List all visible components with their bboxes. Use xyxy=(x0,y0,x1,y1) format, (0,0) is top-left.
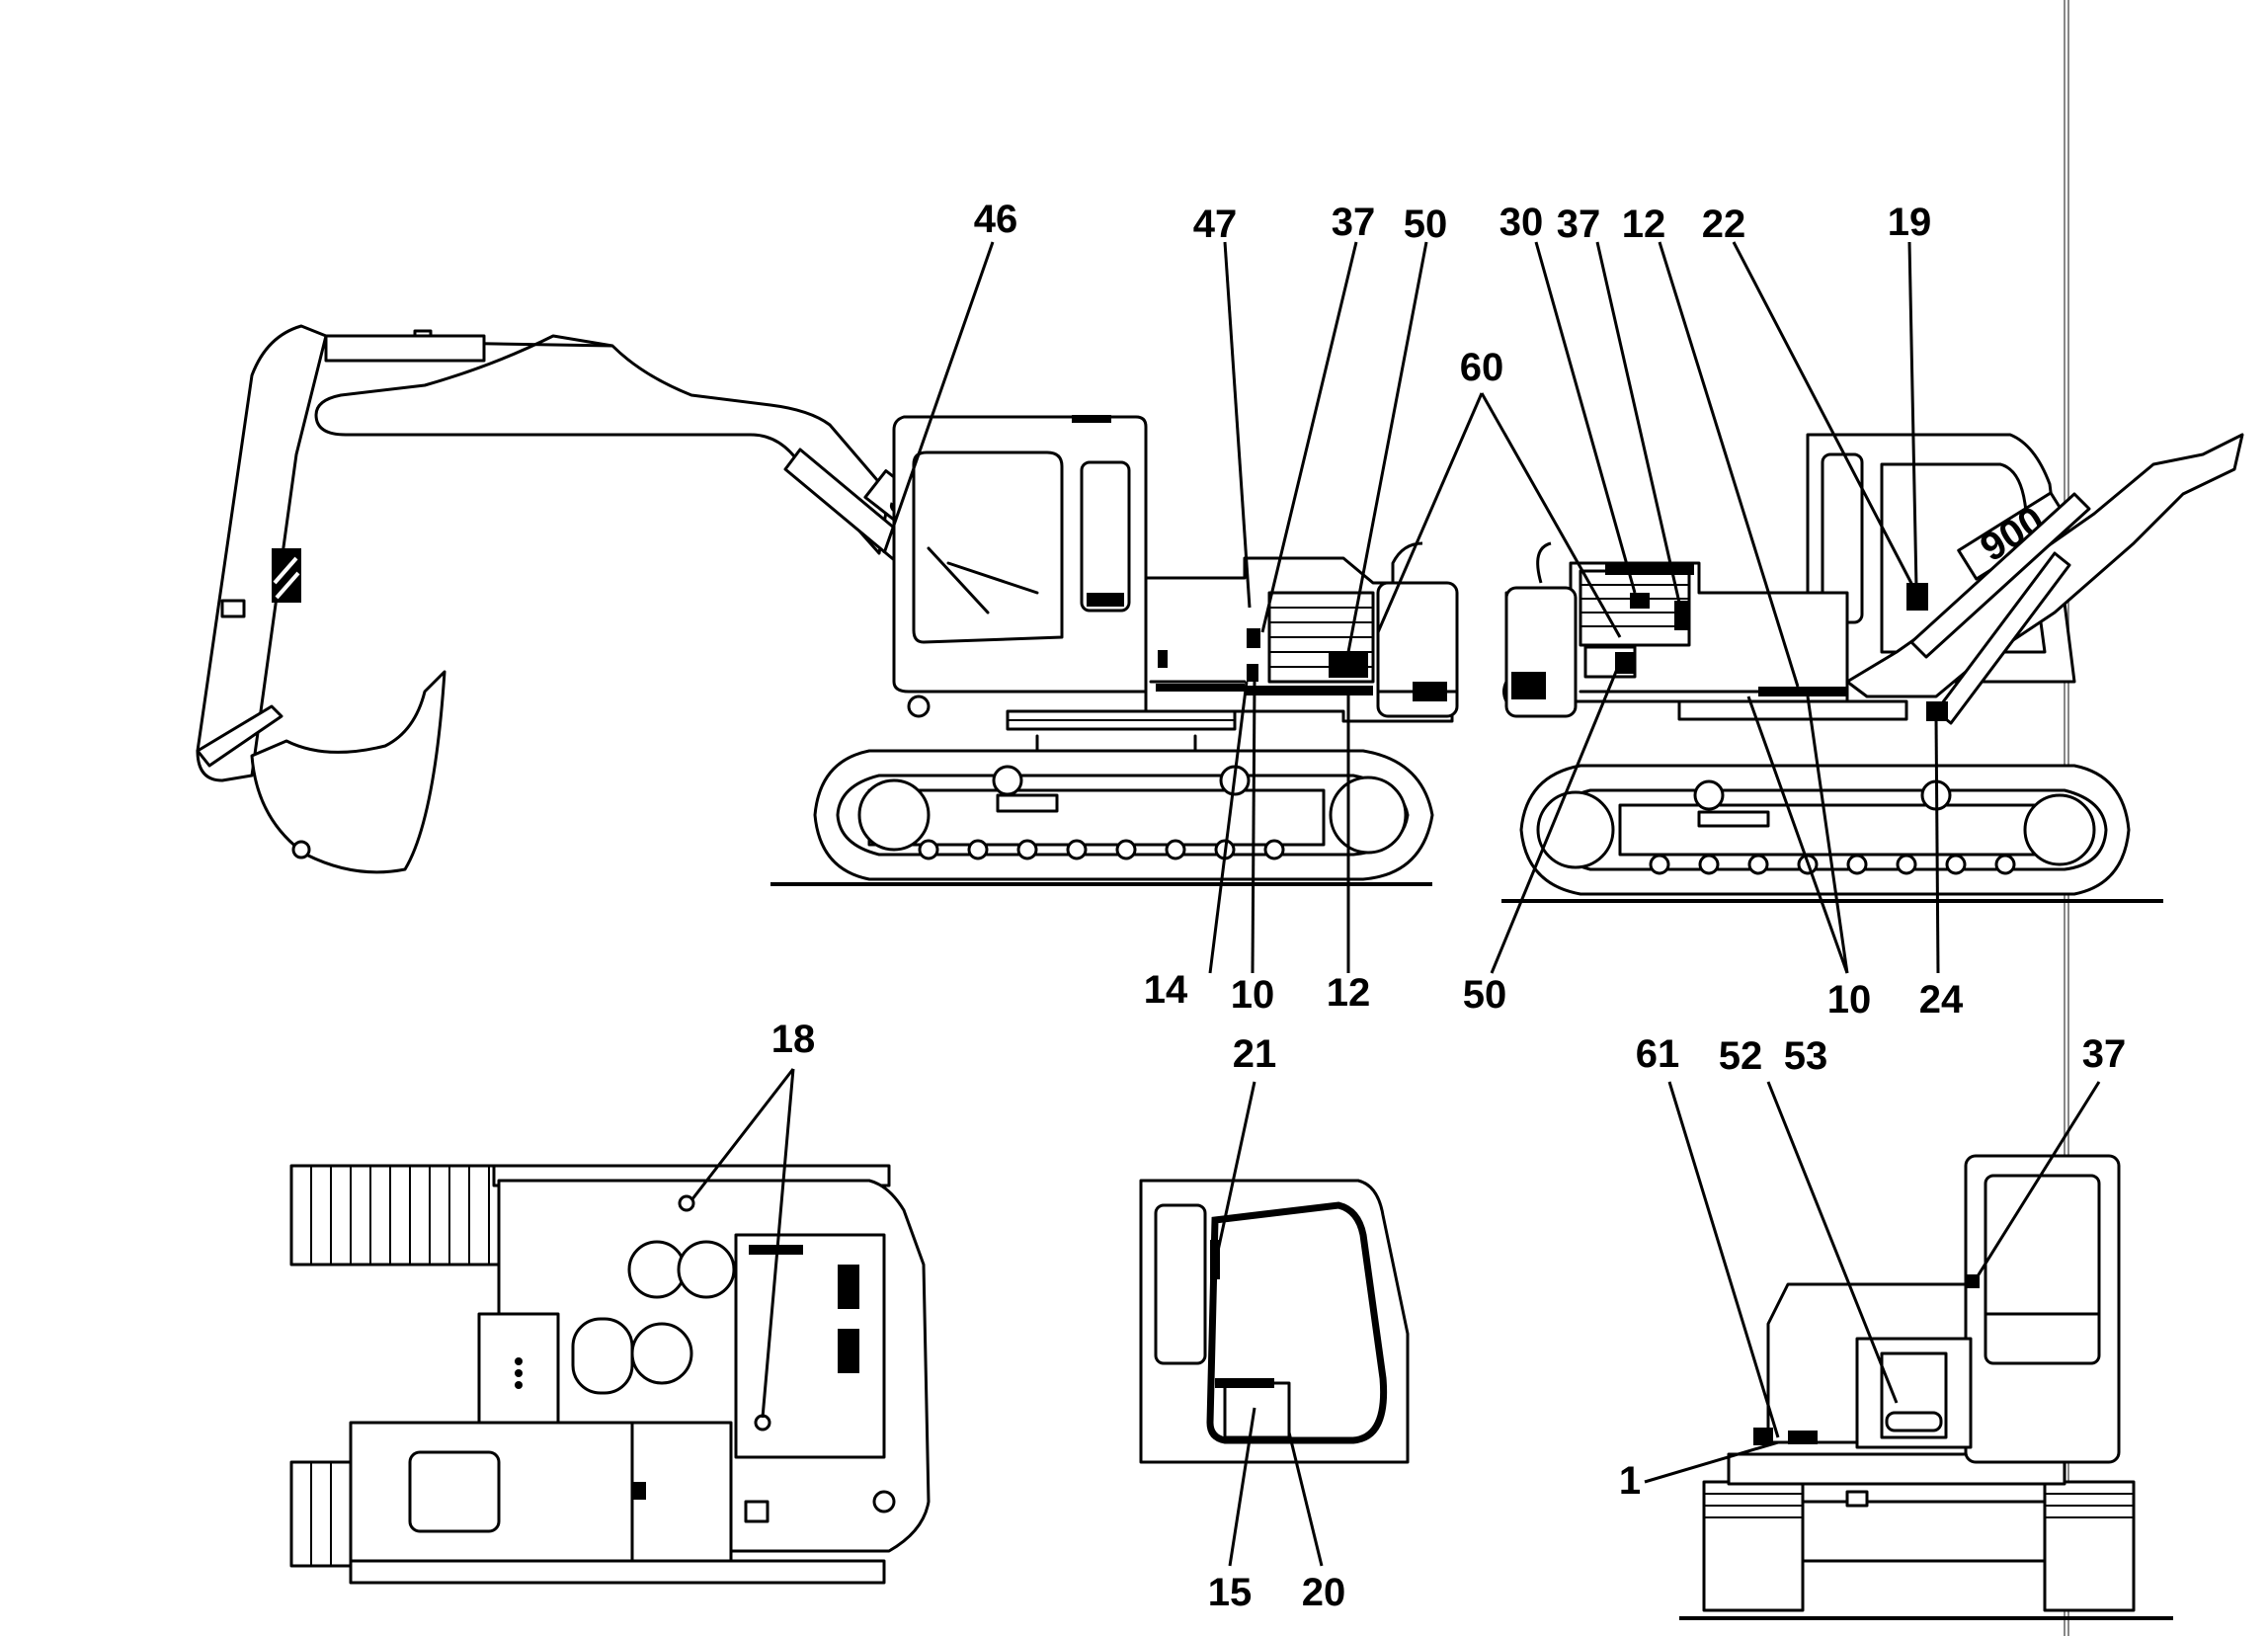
track-right xyxy=(1519,764,2131,896)
cab-door-view xyxy=(1139,1179,1410,1464)
callout-21: 21 xyxy=(1233,1032,1277,1076)
top-boom-foot xyxy=(477,1312,560,1425)
excavator-top-view xyxy=(289,1164,931,1585)
callout-15: 15 xyxy=(1208,1571,1253,1614)
top-track-upper-left xyxy=(289,1164,506,1267)
callout-14: 14 xyxy=(1144,968,1188,1012)
callout-1: 1 xyxy=(1619,1459,1641,1503)
top-cab xyxy=(349,1421,634,1563)
rear-decal-1 xyxy=(1753,1428,1773,1445)
cab-side-window xyxy=(1080,460,1131,613)
cab-door-panel xyxy=(1223,1381,1291,1439)
top-track-lower-left xyxy=(289,1460,353,1568)
callout-10-b: 10 xyxy=(1827,978,1872,1022)
callout-22: 22 xyxy=(1702,203,1746,246)
boom xyxy=(314,334,891,555)
decal-mark-19 xyxy=(1906,583,1928,611)
callout-labels: 46 47 37 50 60 14 10 12 30 37 12 22 19 5… xyxy=(771,198,2127,1614)
decal-mark-50 xyxy=(1329,652,1368,678)
excavator-side-view-left: 900 xyxy=(196,324,1459,886)
arm xyxy=(196,324,328,782)
callout-37-rear: 37 xyxy=(2082,1032,2127,1076)
idler-wheel-right xyxy=(2023,793,2096,866)
callout-19: 19 xyxy=(1888,201,1932,244)
callout-47: 47 xyxy=(1193,203,1238,246)
callout-24: 24 xyxy=(1919,978,1964,1022)
callout-20: 20 xyxy=(1302,1571,1346,1614)
callout-52: 52 xyxy=(1719,1034,1763,1078)
cab-door-window-small xyxy=(1154,1203,1207,1365)
bucket xyxy=(250,670,446,874)
top-point-18b xyxy=(754,1414,771,1432)
rear-decal-61 xyxy=(1788,1431,1818,1444)
decal-mark-30 xyxy=(1630,593,1650,609)
bucket-link xyxy=(196,704,284,768)
callout-53: 53 xyxy=(1784,1034,1828,1078)
excavator-rear-view xyxy=(1679,1154,2173,1620)
arm-clamp xyxy=(220,599,246,618)
sprocket-wheel xyxy=(1329,776,1408,855)
callout-10-a: 10 xyxy=(1231,973,1275,1017)
idler-wheel xyxy=(857,778,931,852)
decal-mark-24 xyxy=(1926,701,1948,721)
rear-track-left xyxy=(1702,1480,1805,1612)
decal-mark-37 xyxy=(1247,628,1260,648)
rear-track-right xyxy=(2043,1480,2136,1612)
top-point-18a xyxy=(678,1194,695,1212)
exhaust-pipe-right xyxy=(1536,541,1552,584)
decal-mark-37-right xyxy=(1674,601,1688,630)
callout-50-b: 50 xyxy=(1463,973,1507,1017)
callout-46: 46 xyxy=(974,198,1018,241)
callout-37-b: 37 xyxy=(1557,203,1601,246)
callout-30: 30 xyxy=(1499,201,1544,244)
top-track-bottom xyxy=(349,1559,886,1585)
excavator-side-view-right: 900 xyxy=(1501,433,2244,903)
rear-cab xyxy=(1964,1154,2121,1464)
sprocket-wheel-right xyxy=(1536,790,1615,869)
track-left xyxy=(813,749,1434,881)
callout-61: 61 xyxy=(1636,1032,1680,1076)
callout-60: 60 xyxy=(1460,346,1504,389)
cab xyxy=(892,415,1148,694)
boom-cylinder-right xyxy=(1909,492,2091,659)
callout-18: 18 xyxy=(771,1018,816,1061)
leader-lines xyxy=(689,241,2101,1567)
callout-12-a: 12 xyxy=(1327,971,1371,1015)
callout-50-a: 50 xyxy=(1404,203,1448,246)
callout-12-b: 12 xyxy=(1622,203,1666,246)
arm-cylinder xyxy=(324,334,486,363)
callout-37-a: 37 xyxy=(1332,201,1376,244)
